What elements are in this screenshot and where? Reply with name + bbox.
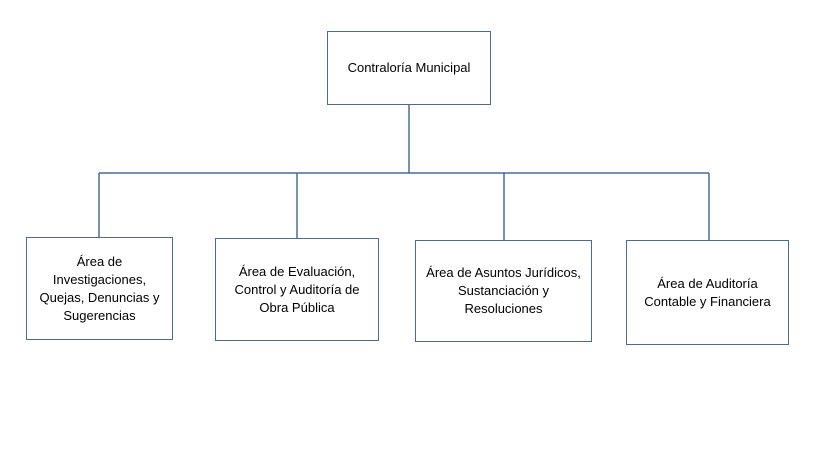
child-node-label: Área de Investigaciones, Quejas, Denunci… — [39, 253, 160, 323]
child-node-auditoria-contable: Área de Auditoría Contable y Financiera — [626, 240, 789, 345]
child-node-label: Área de Auditoría Contable y Financiera — [644, 275, 771, 309]
child-node-label: Área de Evaluación, Control y Auditoría … — [234, 263, 360, 315]
child-node-obra-publica: Área de Evaluación, Control y Auditoría … — [215, 238, 379, 341]
child-node-asuntos-juridicos: Área de Asuntos Jurídicos, Sustanciación… — [415, 240, 592, 342]
root-node-label: Contraloría Municipal — [347, 60, 471, 75]
child-node-label: Área de Asuntos Jurídicos, Sustanciación… — [426, 265, 581, 316]
child-node-investigaciones: Área de Investigaciones, Quejas, Denunci… — [26, 237, 173, 340]
root-node-contraloria: Contraloría Municipal — [327, 31, 491, 105]
